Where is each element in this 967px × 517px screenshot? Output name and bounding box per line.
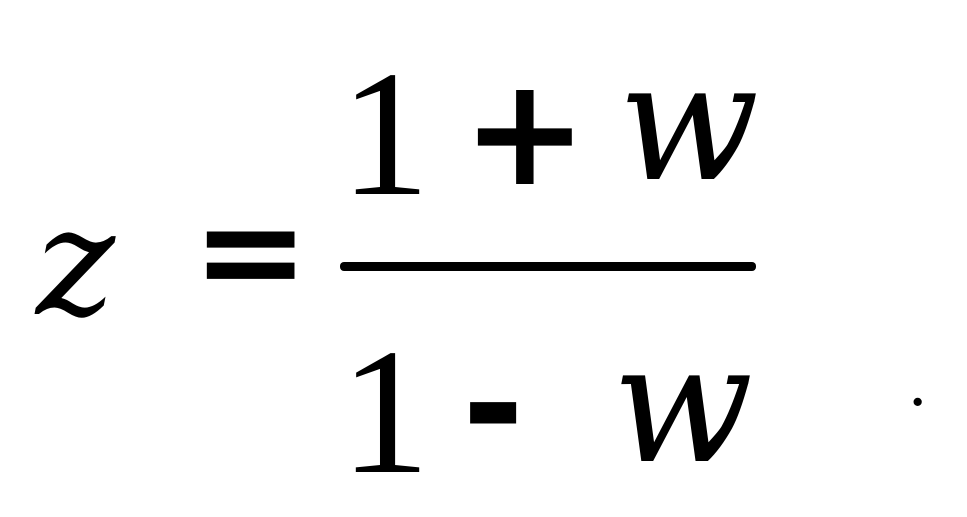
denominator-variable: w <box>612 308 754 500</box>
fraction-bar <box>340 262 756 271</box>
numerator-operator: + <box>462 46 588 220</box>
numerator-variable: w <box>618 26 760 218</box>
denominator-constant: 1 <box>340 312 430 511</box>
terminal-dot: · <box>906 364 930 441</box>
denominator-operator: - <box>462 318 525 492</box>
numerator-constant: 1 <box>340 34 430 233</box>
lhs-variable: z <box>36 176 116 350</box>
equals-sign: = <box>192 170 310 333</box>
